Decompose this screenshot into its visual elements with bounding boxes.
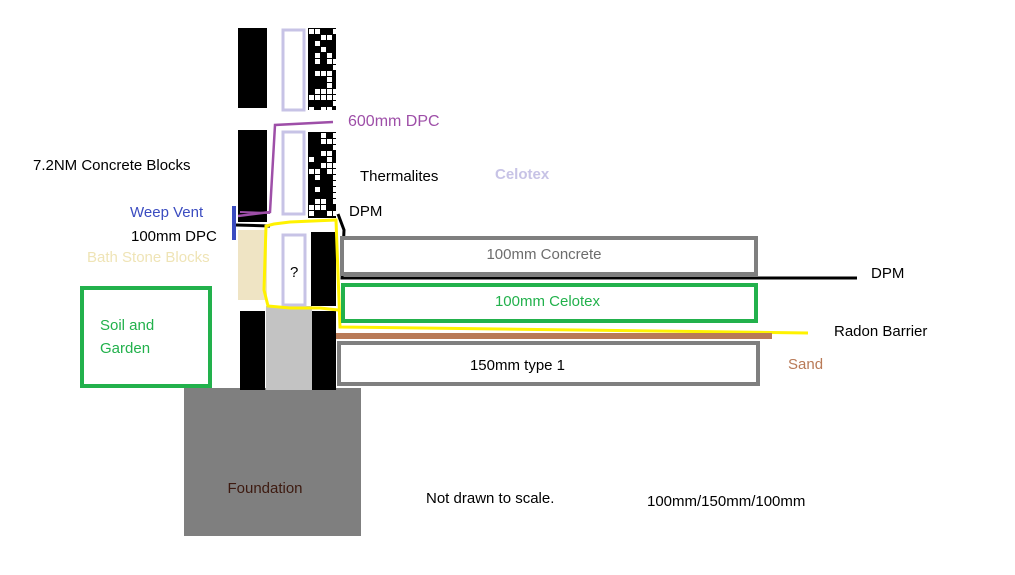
- floor-celotex-label: 100mm Celotex: [494, 293, 601, 310]
- dpc-100-label: 100mm DPC: [131, 228, 217, 245]
- wall-celotex-lower: [281, 233, 307, 307]
- wall-celotex-upper: [281, 28, 306, 112]
- note-label: Not drawn to scale.: [426, 490, 555, 507]
- outer-block-lower: [240, 311, 265, 390]
- radon-barrier-line: [262, 218, 809, 335]
- dpc-600-line: [237, 120, 334, 218]
- dpc-600-label: 600mm DPC: [348, 113, 440, 130]
- concrete-blocks-label: 7.2NM Concrete Blocks: [33, 157, 191, 174]
- soil-garden-box: [80, 286, 212, 388]
- dpc-100-line: [235, 223, 271, 228]
- weep-vent-label: Weep Vent: [130, 204, 204, 221]
- sand-label: Sand: [788, 356, 824, 373]
- type1-label: 150mm type 1: [469, 357, 566, 374]
- cavity-fill: [266, 306, 312, 390]
- radon-label: Radon Barrier: [834, 323, 928, 340]
- soil-label-line1: Soil and: [100, 317, 155, 334]
- dims-label: 100mm/150mm/100mm: [647, 493, 806, 510]
- concrete-slab-box: [340, 236, 758, 276]
- floor-celotex-box: [341, 283, 758, 323]
- thermalites-label: Thermalites: [360, 168, 439, 185]
- outer-block-middle: [238, 130, 267, 222]
- inner-block-lower: [311, 232, 336, 306]
- bath-stone-label: Bath Stone Blocks: [87, 249, 210, 266]
- dpm-right-label: DPM: [871, 265, 905, 282]
- celotex-wall-label: Celotex: [495, 166, 550, 183]
- dpc-600-line-b: [239, 211, 271, 214]
- foundation-block: [184, 388, 361, 536]
- outer-block-upper: [238, 28, 267, 108]
- soil-label-line2: Garden: [100, 340, 151, 357]
- concrete-slab-label: 100mm Concrete: [486, 246, 602, 263]
- bath-stone-block: [238, 230, 267, 300]
- sand-layer: [336, 333, 772, 339]
- inner-block-base: [312, 311, 336, 390]
- thermalite-block-middle: [308, 132, 338, 218]
- unknown-label: ?: [290, 264, 299, 281]
- type1-box: [337, 341, 760, 386]
- wall-celotex-middle: [281, 130, 306, 216]
- thermalite-block-upper: [308, 28, 338, 112]
- dpm-upper-label: DPM: [349, 203, 383, 220]
- foundation-label: Foundation: [227, 480, 303, 497]
